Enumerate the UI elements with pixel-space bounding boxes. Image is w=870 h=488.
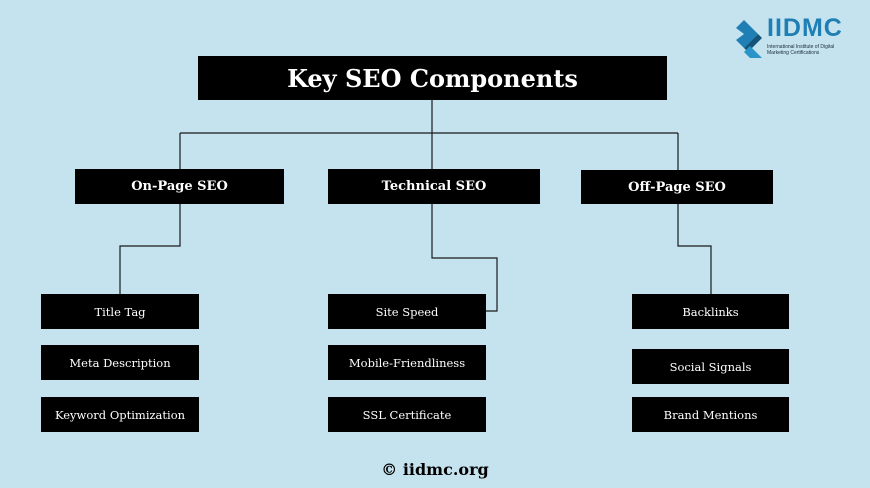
leaf-mobile-friendliness: Mobile-Friendliness — [328, 345, 486, 380]
leaf-site-speed: Site Speed — [328, 294, 486, 329]
connector-offpage-to-backlinks — [677, 204, 712, 294]
leaf-backlinks: Backlinks — [632, 294, 789, 329]
category-on-page-seo: On-Page SEO — [75, 169, 284, 204]
leaf-brand-mentions: Brand Mentions — [632, 397, 789, 432]
category-off-page-seo: Off-Page SEO — [581, 170, 773, 204]
logo-name: IIDMC — [767, 14, 843, 42]
category-technical-seo: Technical SEO — [328, 169, 540, 204]
logo-subtitle: International Institute of Digital Marke… — [767, 44, 835, 56]
root-node: Key SEO Components — [198, 56, 667, 100]
iidmc-logo-icon — [736, 20, 762, 58]
leaf-keyword-optimization: Keyword Optimization — [41, 397, 199, 432]
connector-onpage-to-title — [119, 204, 181, 294]
leaf-title-tag: Title Tag — [41, 294, 199, 329]
footer-website[interactable]: © iidmc.org — [381, 460, 489, 479]
leaf-ssl-certificate: SSL Certificate — [328, 397, 486, 432]
leaf-social-signals: Social Signals — [632, 349, 789, 384]
leaf-meta-description: Meta Description — [41, 345, 199, 380]
connector-technical-to-speed — [431, 204, 498, 312]
